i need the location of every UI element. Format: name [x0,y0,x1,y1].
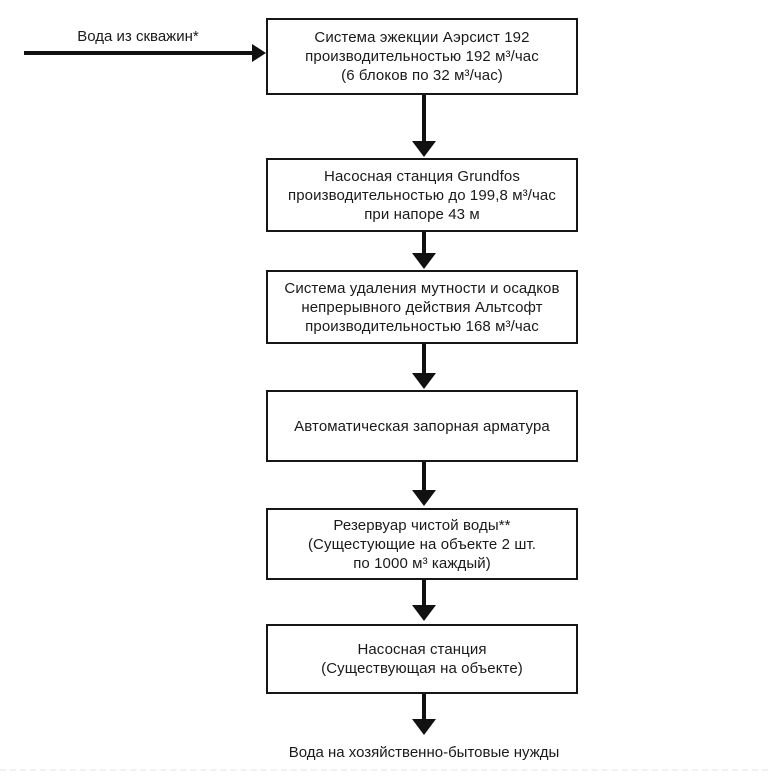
arrow-down-icon-1 [412,141,436,157]
box-text-line: Система эжекции Аэрсист 192 [314,29,530,46]
box-text-line: производительностью 192 м³/час [305,48,539,65]
box-text-line: Автоматическая запорная арматура [294,417,550,435]
box-text-line: Система удаления мутности и осадков [284,279,560,297]
flow-box-existing-pump-station: Насосная станция (Существующая на объект… [266,624,578,694]
box-text-line: Резервуар чистой воды** [333,516,511,534]
arrow-down-icon-2 [412,253,436,269]
box-text-line: при напоре 43 м [364,205,480,223]
box-text-line: (6 блоков по 32 м³/час) [341,67,503,84]
output-water-label: Вода на хозяйственно-бытовые нужды [288,744,560,761]
arrow-line-5 [422,580,426,605]
input-arrow-line [24,51,252,55]
source-water-label: Вода из скважин* [77,28,199,45]
flow-box-turbidity-removal: Система удаления мутности и осадков непр… [266,270,578,344]
box-text-line: непрерывного действия Альтсофт [301,298,543,316]
flow-box-pump-station-grundfos: Насосная станция Grundfos производительн… [266,158,578,232]
box-text-line: Насосная станция [357,641,487,658]
flow-box-clean-water-reservoir: Резервуар чистой воды** (Сущестующие на … [266,508,578,580]
arrow-line-4 [422,462,426,490]
input-arrow-right-icon [252,44,266,62]
flow-box-automatic-valve: Автоматическая запорная арматура [266,390,578,462]
box-text-line: производительностью до 199,8 м³/час [288,186,556,204]
arrow-down-icon-3 [412,373,436,389]
arrow-down-icon-4 [412,490,436,506]
flow-box-ejection-system: Система эжекции Аэрсист 192 производител… [266,18,578,95]
box-text-line: (Существующая на объекте) [321,660,523,677]
box-text-line: Насосная станция Grundfos [324,167,520,185]
arrow-down-icon-6 [412,719,436,735]
page-edge-artifact [0,769,768,771]
box-text-line: по 1000 м³ каждый) [353,554,491,572]
arrow-line-3 [422,344,426,373]
box-text-line: производительностью 168 м³/час [305,317,539,335]
arrow-line-2 [422,232,426,253]
box-text-line: (Сущестующие на объекте 2 шт. [307,535,537,553]
arrow-line-1 [422,95,426,141]
arrow-down-icon-5 [412,605,436,621]
arrow-line-6 [422,694,426,719]
